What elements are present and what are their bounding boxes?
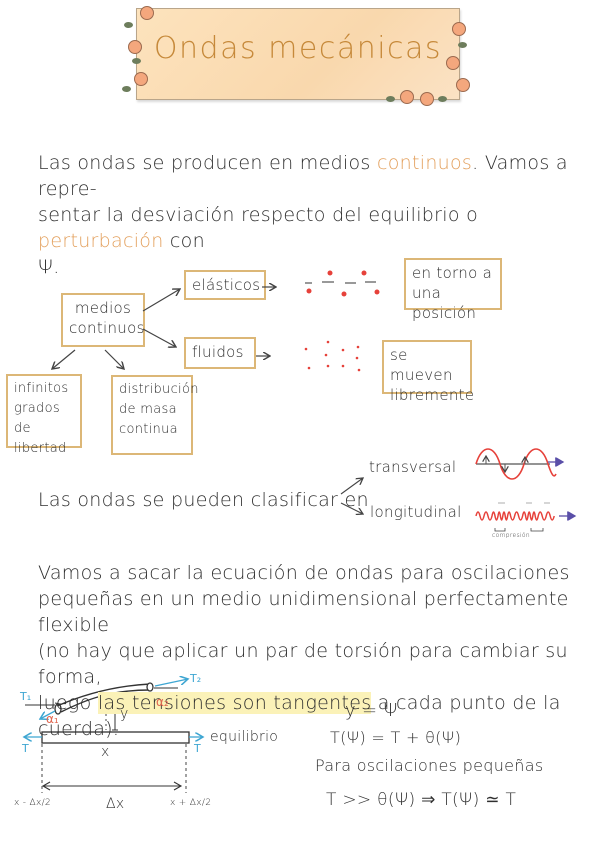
label-alpha1: α₁ xyxy=(46,712,59,726)
label-x: x xyxy=(101,744,110,760)
equation-approximation: T >> θ(Ψ) ⇒ T(Ψ) ≃ T xyxy=(326,790,517,810)
highlight-perturbacion: perturbación xyxy=(38,230,164,252)
box-fluidos: fluidos xyxy=(184,337,256,369)
derivation-paragraph: Vamos a sacar la ecuación de ondas para … xyxy=(38,562,570,740)
intro-line-3: Ψ. xyxy=(38,256,60,278)
transverse-wave-icon xyxy=(475,448,563,480)
string-element-diagram xyxy=(24,679,203,793)
label-longitudinal: longitudinal xyxy=(370,503,462,521)
title-banner: Ondas mecánicas xyxy=(136,8,460,100)
label-equilibrio: equilibrio xyxy=(210,729,279,745)
elastic-particles-icon xyxy=(305,270,380,297)
label-alpha2: α₂ xyxy=(156,695,169,709)
highlight-continuos: continuos xyxy=(376,152,473,174)
intro-paragraph: Las ondas se producen en medios continuo… xyxy=(38,150,598,280)
concept-arrows xyxy=(52,287,276,369)
page-title: Ondas mecánicas xyxy=(153,31,443,66)
label-t1: T₁ xyxy=(20,690,32,703)
classification-sentence: Las ondas se pueden clasificar en xyxy=(38,489,369,511)
label-y: y xyxy=(120,706,129,722)
label-t2: T₂ xyxy=(190,672,202,685)
intro-line-2: sentar la desviación respecto del equili… xyxy=(38,204,479,252)
equation-y-psi: y = Ψ xyxy=(345,700,398,721)
longitudinal-wave-icon xyxy=(475,502,575,532)
label-dx: Δx xyxy=(106,796,125,812)
label-compresion: compresión xyxy=(492,532,530,539)
label-t-left: T xyxy=(22,742,29,755)
label-x-minus: x - Δx/2 xyxy=(14,798,51,808)
fluid-particles-icon xyxy=(304,340,361,372)
box-elasticos: elásticos xyxy=(184,270,266,300)
label-t-right: T xyxy=(194,742,201,755)
label-transversal: transversal xyxy=(369,458,457,476)
highlight-tensiones: las tensiones son tangentes xyxy=(97,692,372,714)
classification-arrows xyxy=(340,478,363,514)
equation-small-osc-label: Para oscilaciones pequeñas xyxy=(315,756,544,775)
intro-line-1: Las ondas se producen en medios continuo… xyxy=(38,152,568,200)
label-x-plus: x + Δx/2 xyxy=(170,798,212,808)
equation-tension: T(Ψ) = T + θ(Ψ) xyxy=(330,728,462,747)
